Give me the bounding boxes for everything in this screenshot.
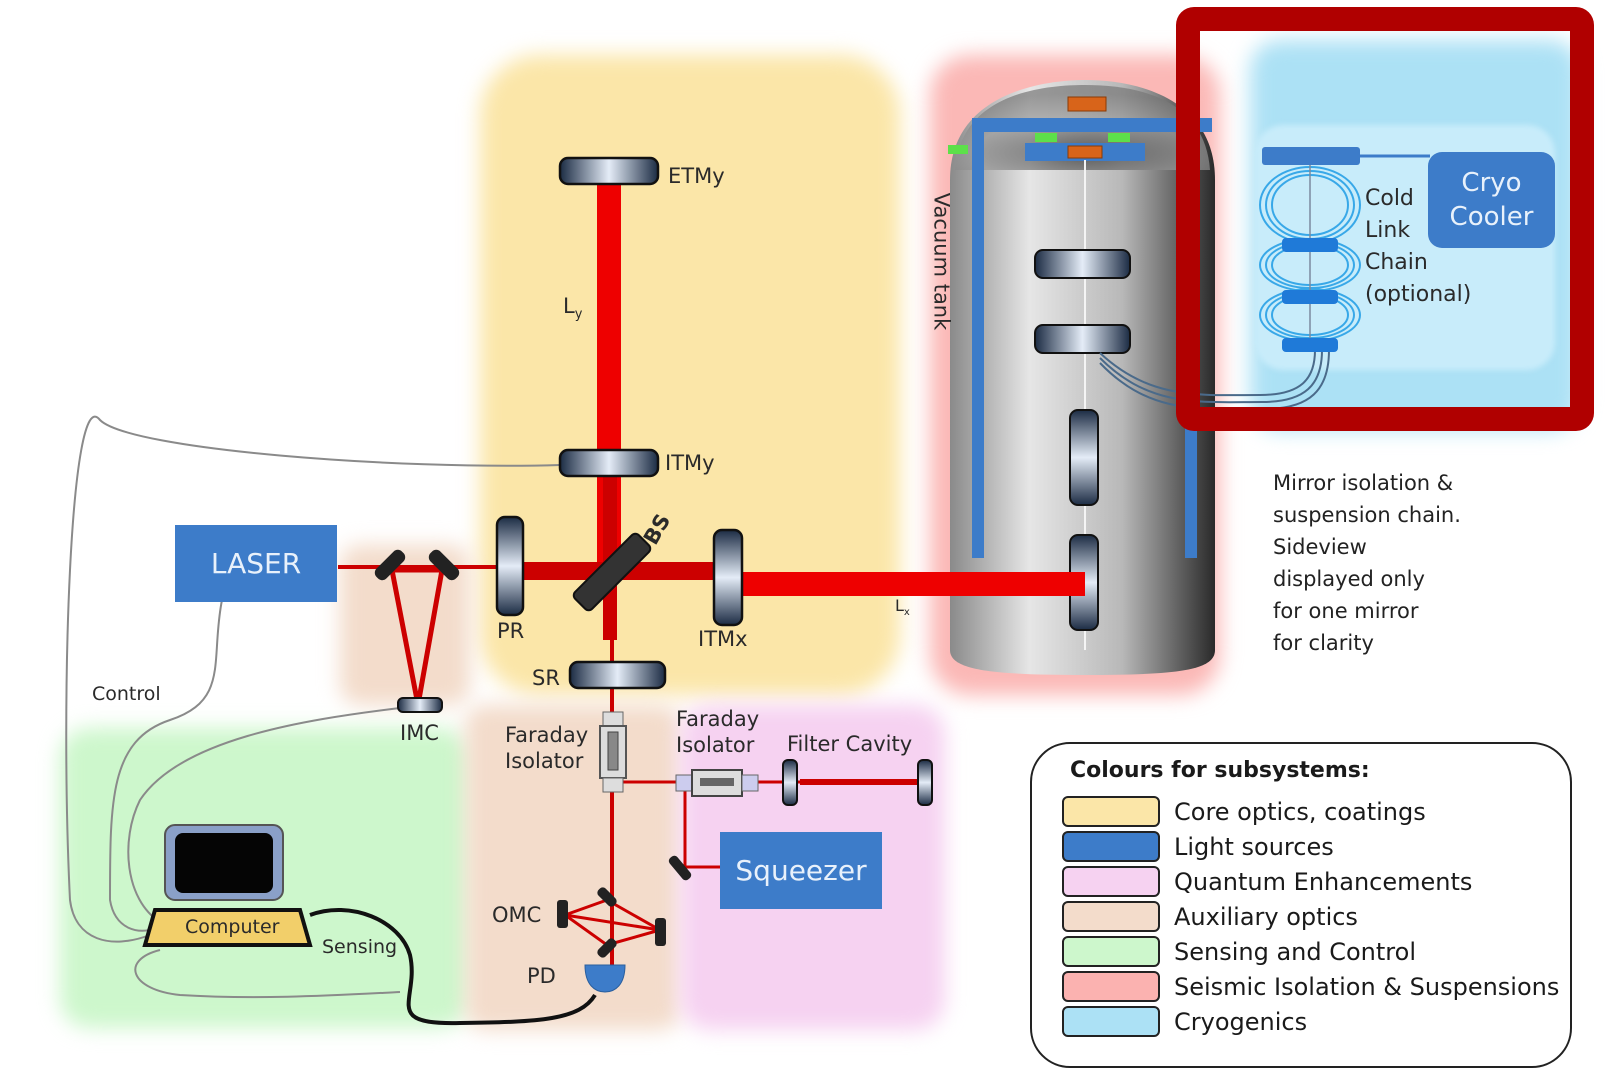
sr-label: SR [532, 666, 560, 690]
faraday-2-line1: Faraday [676, 707, 760, 731]
legend-swatch [1062, 796, 1160, 827]
faraday-1-line1: Faraday [505, 723, 589, 747]
legend-label: Core optics, coatings [1174, 797, 1426, 826]
legend-swatch [1062, 866, 1160, 897]
itmx-mirror [712, 528, 744, 627]
sensing-cable [309, 908, 597, 1026]
laser-label: LASER [210, 547, 302, 580]
cryo-cooler-line2: Cooler [1449, 202, 1534, 232]
filter-cavity-mirror-1 [782, 759, 798, 806]
vacuum-tank [948, 80, 1215, 675]
ly-label: Ly [563, 294, 583, 323]
sensing-label: Sensing [322, 936, 398, 958]
legend-item: Sensing and Control [1062, 934, 1416, 969]
control-cable-imc [127, 707, 401, 923]
note-line: displayed only [1273, 567, 1425, 591]
photodiode [584, 964, 626, 993]
legend-swatch [1062, 1006, 1160, 1037]
itmy-label: ITMy [665, 451, 715, 475]
etmy-mirror [558, 156, 660, 186]
control-label: Control [92, 683, 161, 705]
bs-mirror [572, 532, 652, 612]
legend-item: Seismic Isolation & Suspensions [1062, 969, 1559, 1004]
region-auxiliary-output [465, 705, 680, 1030]
legend-item: Quantum Enhancements [1062, 864, 1472, 899]
cold-link-line4: (optional) [1365, 282, 1472, 307]
note-line: for one mirror [1273, 599, 1419, 623]
legend-item: Light sources [1062, 829, 1334, 864]
imc-label: IMC [400, 721, 439, 745]
computer-label: Computer [185, 916, 280, 938]
faraday-2-line2: Isolator [676, 733, 755, 757]
imc-mirror [397, 697, 443, 713]
faraday-isolator-2-label: Faraday Isolator [676, 706, 759, 758]
ly-symbol: L [563, 294, 575, 318]
legend-title: Colours for subsystems: [1070, 758, 1370, 783]
computer-monitor [164, 824, 284, 901]
lx-label: Lx [895, 597, 910, 618]
legend-item: Core optics, coatings [1062, 794, 1426, 829]
legend-label: Cryogenics [1174, 1007, 1308, 1036]
legend-swatch [1062, 831, 1160, 862]
omc-label: OMC [492, 903, 542, 927]
filter-cavity-label: Filter Cavity [787, 732, 913, 756]
legend-swatch [1062, 971, 1160, 1002]
legend-label: Quantum Enhancements [1174, 867, 1473, 896]
legend-item: Auxiliary optics [1062, 899, 1358, 934]
control-cable-itmy [65, 415, 561, 943]
legend-label: Light sources [1174, 832, 1334, 861]
legend-label: Sensing and Control [1174, 937, 1416, 966]
cold-link-line2: Link [1365, 218, 1411, 243]
beam-x-arm [740, 572, 1085, 596]
legend: Colours for subsystems: Core optics, coa… [1030, 742, 1572, 1068]
lx-symbol: L [895, 596, 904, 615]
cold-link-line1: Cold [1365, 186, 1414, 211]
legend-item: Cryogenics [1062, 1004, 1307, 1039]
squeezer-box: Squeezer [720, 832, 882, 909]
laser-box: LASER [175, 525, 337, 602]
itmy-mirror [558, 448, 660, 478]
cold-link-chain-label: Cold Link Chain (optional) [1365, 183, 1471, 311]
itmx-label: ITMx [698, 627, 748, 651]
faraday-1-line2: Isolator [505, 749, 584, 773]
etmy-label: ETMy [668, 164, 725, 188]
squeezer-label: Squeezer [735, 854, 867, 887]
cryogenics-highlight-frame [1176, 7, 1594, 431]
legend-label: Seismic Isolation & Suspensions [1174, 972, 1560, 1001]
lx-subscript: x [903, 607, 910, 619]
faraday-isolator-1-label: Faraday Isolator [505, 722, 588, 774]
faraday-isolator-1 [599, 711, 627, 793]
ly-subscript: y [574, 307, 583, 323]
control-cable-laser [108, 599, 223, 932]
filter-cavity-mirror-2 [917, 759, 933, 806]
pd-label: PD [527, 964, 556, 988]
cold-link-chain [1259, 147, 1430, 352]
faraday-isolator-2 [675, 769, 759, 797]
cryo-cooler-box: Cryo Cooler [1428, 152, 1555, 248]
sr-mirror [568, 660, 667, 690]
legend-swatch [1062, 936, 1160, 967]
legend-label: Auxiliary optics [1174, 902, 1358, 931]
suspension-note: Mirror isolation & suspension chain. Sid… [1273, 467, 1461, 659]
note-line: Mirror isolation & [1273, 471, 1454, 495]
cold-link-line3: Chain [1365, 250, 1428, 275]
control-cable-lower [134, 949, 401, 999]
note-line: Sideview [1273, 535, 1367, 559]
computer-base [142, 908, 313, 947]
cryo-cooler-line1: Cryo [1461, 168, 1522, 198]
note-line: for clarity [1273, 631, 1374, 655]
pr-mirror [495, 515, 525, 617]
legend-swatch [1062, 901, 1160, 932]
note-line: suspension chain. [1273, 503, 1461, 527]
vacuum-tank-label: Vacuum tank [929, 192, 954, 331]
pr-label: PR [497, 619, 525, 643]
